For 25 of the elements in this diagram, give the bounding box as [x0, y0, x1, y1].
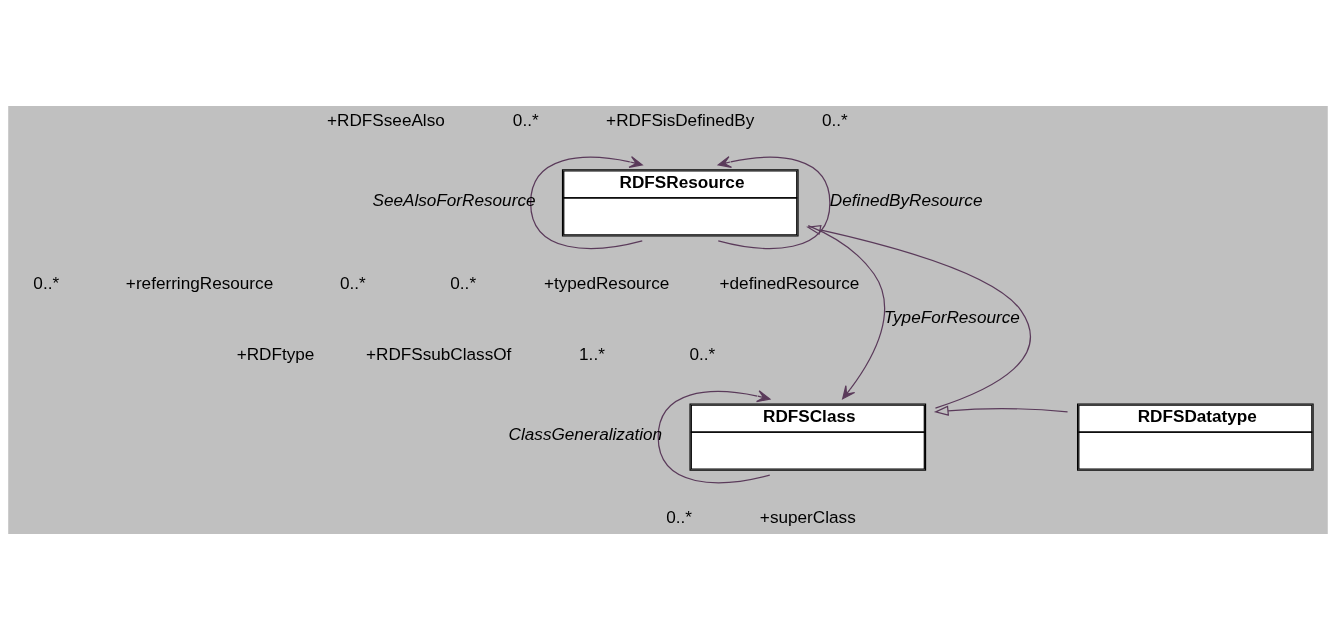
label: 0..* [450, 272, 477, 293]
label: +definedResource [719, 272, 860, 293]
edge-label: TypeForResource [883, 306, 1020, 327]
edge-label: DefinedByResource [829, 189, 983, 210]
arrow [717, 155, 831, 249]
label: +superClass [759, 506, 856, 527]
arrow [657, 389, 771, 483]
arrow [933, 405, 1069, 416]
label: +RDFtype [236, 343, 315, 364]
arrow [806, 224, 1031, 409]
arrow [807, 224, 886, 399]
label: 0..* [33, 272, 60, 293]
edge-label: SeeAlsoForResource [372, 189, 536, 210]
arrow [530, 155, 643, 249]
label: +RDFSseeAlso [327, 109, 445, 130]
label: 0..* [512, 109, 539, 130]
label: 1..* [579, 343, 605, 364]
label: +typedResource [543, 272, 670, 293]
label: +RDFSisDefinedBy [606, 109, 755, 130]
label: +RDFSsubClassOf [365, 343, 512, 364]
label: 0..* [666, 506, 692, 527]
label: 0..* [821, 109, 848, 130]
label: +referringResource [125, 272, 274, 293]
label: 0..* [689, 343, 716, 364]
label: 0..* [339, 272, 366, 293]
